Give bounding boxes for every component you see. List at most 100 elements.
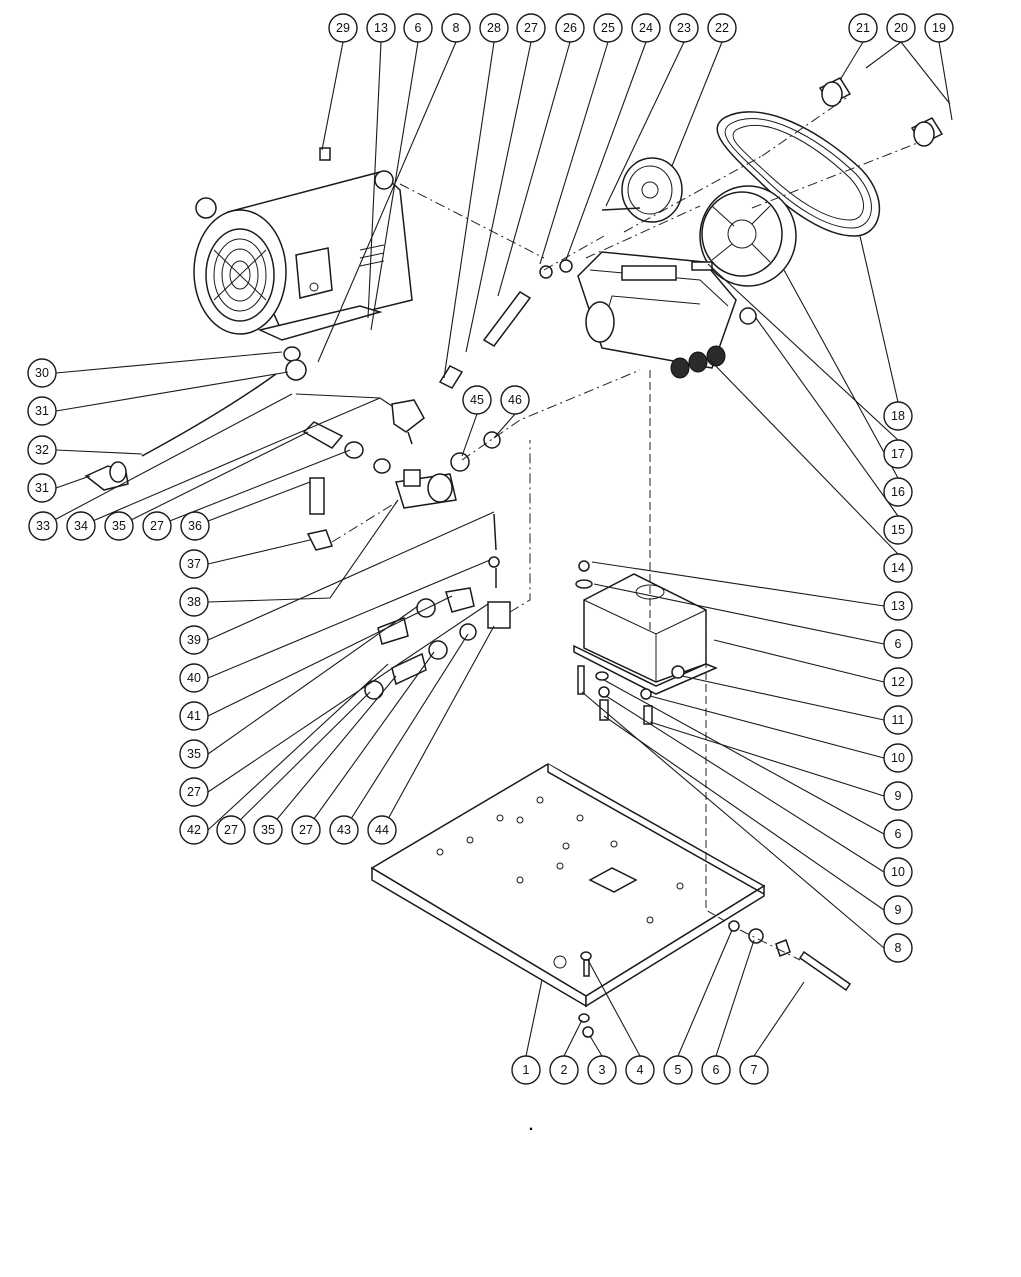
callout-3: 3: [587, 1055, 617, 1085]
callout-label: 27: [150, 519, 164, 533]
callout-18: 18: [883, 401, 913, 431]
callout-41: 41: [179, 701, 209, 731]
callout-label: 18: [891, 409, 905, 423]
callout-42: 42: [179, 815, 209, 845]
callout-35: 35: [104, 511, 134, 541]
motor-pulley-part: [621, 157, 683, 223]
callout-label: 4: [637, 1063, 644, 1077]
callout-balloons: 29 13 6 8 28 27 26 25 24 23 22 21 20 19 …: [27, 13, 954, 1085]
callout-label: 46: [508, 393, 522, 407]
callout-label: 21: [856, 21, 870, 35]
base-plate-part: [370, 763, 766, 1008]
callout-label: 13: [374, 21, 388, 35]
callout-43: 43: [329, 815, 359, 845]
callout-label: 37: [187, 557, 201, 571]
callout-27-row: 27: [142, 511, 172, 541]
callout-label: 38: [187, 595, 201, 609]
callout-4: 4: [625, 1055, 655, 1085]
callout-6: 6: [403, 13, 433, 43]
callout-label: 23: [677, 21, 691, 35]
callout-label: 1: [523, 1063, 530, 1077]
callout-8: 8: [441, 13, 471, 43]
parts-artwork: [84, 77, 944, 1038]
callout-19: 19: [924, 13, 954, 43]
callout-26: 26: [555, 13, 585, 43]
callout-label: 9: [895, 903, 902, 917]
callout-label: 11: [892, 713, 905, 727]
callout-label: 26: [563, 21, 577, 35]
unloader-valve-part: [391, 399, 457, 509]
callout-17: 17: [883, 439, 913, 469]
callout-label: 44: [375, 823, 389, 837]
callout-6-right-b: 6: [883, 819, 913, 849]
callout-label: 30: [35, 366, 49, 380]
drive-belt-part: [716, 111, 881, 237]
callout-36: 36: [180, 511, 210, 541]
callout-label: 12: [891, 675, 905, 689]
callout-label: 33: [36, 519, 50, 533]
callout-24: 24: [631, 13, 661, 43]
callout-label: 6: [895, 637, 902, 651]
callout-label: 15: [891, 523, 905, 537]
callout-33: 33: [28, 511, 58, 541]
callout-30: 30: [27, 358, 57, 388]
callout-label: 8: [895, 941, 902, 955]
callout-label: 9: [895, 789, 902, 803]
callout-label: 10: [891, 865, 905, 879]
motor-part: [193, 147, 413, 341]
callout-label: 20: [894, 21, 908, 35]
callout-10-right-a: 10: [883, 743, 913, 773]
elbow-fitting-part: [84, 461, 129, 491]
callout-label: 31: [35, 481, 49, 495]
belt-guard-box-part: [573, 560, 718, 725]
callout-label: 13: [891, 599, 905, 613]
callout-13: 13: [366, 13, 396, 43]
callout-label: 36: [188, 519, 202, 533]
callout-5: 5: [663, 1055, 693, 1085]
callout-8-right: 8: [883, 933, 913, 963]
callout-label: 31: [35, 404, 49, 418]
callout-6-bottom: 6: [701, 1055, 731, 1085]
callout-29: 29: [328, 13, 358, 43]
callout-label: 27: [187, 785, 201, 799]
callout-label: 6: [895, 827, 902, 841]
callout-label: 8: [453, 21, 460, 35]
callout-44: 44: [367, 815, 397, 845]
callout-6-right-a: 6: [883, 629, 913, 659]
small-fittings-parts: [302, 207, 757, 551]
callout-20: 20: [886, 13, 916, 43]
callout-label: 14: [891, 561, 905, 575]
callout-34: 34: [66, 511, 96, 541]
callout-label: 17: [891, 447, 905, 461]
callout-label: 16: [891, 485, 905, 499]
callout-31-lower: 31: [27, 473, 57, 503]
callout-label: 3: [599, 1063, 606, 1077]
callout-39: 39: [179, 625, 209, 655]
callout-label: 10: [891, 751, 905, 765]
hardware-parts: [578, 920, 852, 1038]
callout-32: 32: [27, 435, 57, 465]
bushing-parts: [818, 77, 944, 147]
callout-label: 24: [639, 21, 653, 35]
callout-27-bottom-b: 27: [291, 815, 321, 845]
callout-35-lower: 35: [179, 739, 209, 769]
footer-mark: .: [529, 1117, 533, 1134]
callout-label: 40: [187, 671, 201, 685]
callout-label: 42: [187, 823, 201, 837]
callout-label: 7: [751, 1063, 758, 1077]
callout-27-lower: 27: [179, 777, 209, 807]
callout-label: 39: [187, 633, 201, 647]
callout-label: 19: [932, 21, 946, 35]
callout-2: 2: [549, 1055, 579, 1085]
callout-label: 41: [187, 709, 201, 723]
callout-21: 21: [848, 13, 878, 43]
callout-label: 32: [35, 443, 49, 457]
callout-37: 37: [179, 549, 209, 579]
callout-label: 29: [336, 21, 350, 35]
callout-27: 27: [516, 13, 546, 43]
leader-lines: [42, 41, 953, 1057]
callout-9-right-a: 9: [883, 781, 913, 811]
callout-label: 35: [261, 823, 275, 837]
pump-pulley-part: [699, 185, 797, 287]
